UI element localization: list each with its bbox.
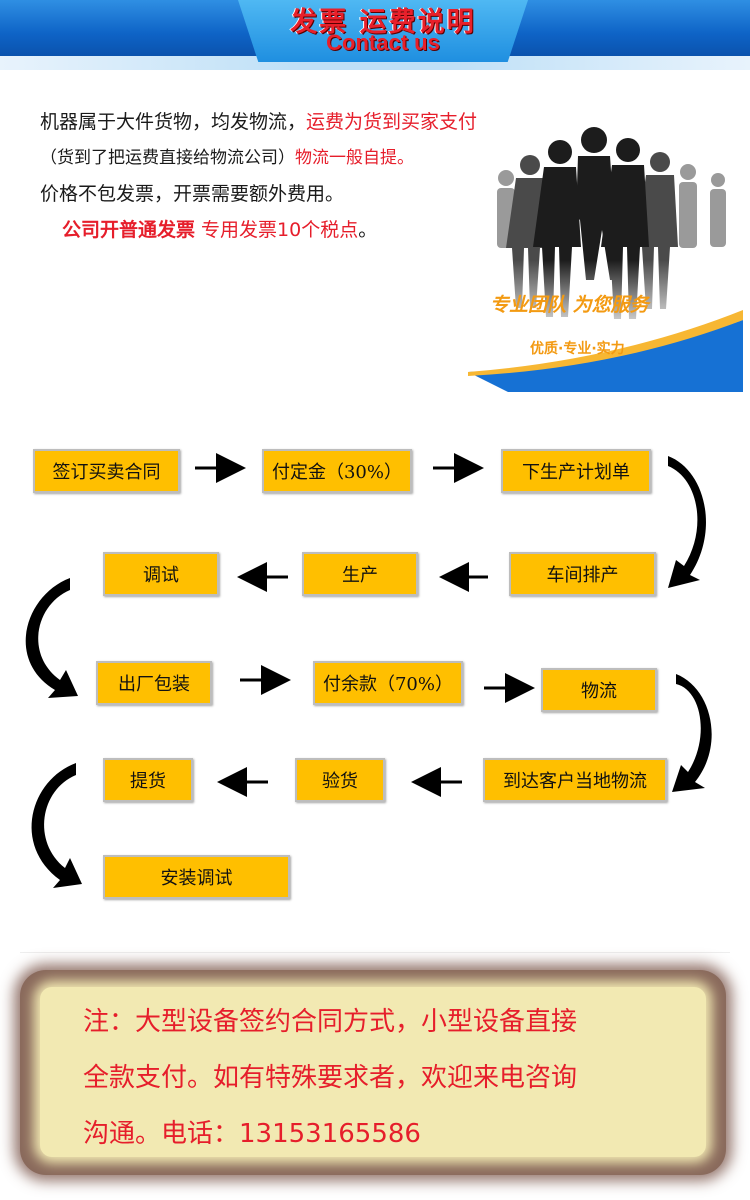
intro-line-1: 机器属于大件货物，均发物流，运费为货到买家支付 bbox=[40, 104, 477, 140]
intro-line-4: 公司开普通发票 专用发票10个税点。 bbox=[40, 212, 477, 248]
flow-step-13: 安装调试 bbox=[103, 855, 290, 899]
intro-line-4-end: 。 bbox=[358, 219, 378, 241]
intro-line-2: （货到了把运费直接给物流公司）物流一般自提。 bbox=[40, 140, 477, 176]
flow-step-3: 下生产计划单 bbox=[501, 449, 651, 493]
page-title: 发票 运费说明 bbox=[290, 7, 476, 38]
section-divider bbox=[20, 952, 730, 953]
header-tab bbox=[238, 0, 528, 62]
flow-step-8: 付余款（70%） bbox=[313, 661, 463, 705]
flow-step-4: 车间排产 bbox=[509, 552, 656, 596]
note-line-3: 沟通。电话：13153165586 bbox=[83, 1119, 421, 1149]
intro-line-2-text: （货到了把运费直接给物流公司） bbox=[40, 148, 295, 168]
team-slogan: 专业团队 为您服务 bbox=[490, 294, 649, 316]
flow-step-5: 生产 bbox=[302, 552, 418, 596]
flow-step-1: 签订买卖合同 bbox=[33, 449, 180, 493]
flow-step-6: 调试 bbox=[103, 552, 219, 596]
page-subtitle: Contact us bbox=[326, 30, 440, 55]
intro-line-2-highlight: 物流一般自提。 bbox=[295, 148, 414, 168]
header-banner-shadow bbox=[0, 56, 750, 70]
team-image bbox=[468, 127, 743, 392]
flow-step-11: 验货 bbox=[295, 758, 385, 802]
intro-line-3-text: 价格不包发票，开票需要额外费用。 bbox=[40, 183, 345, 205]
note-text: 注：大型设备签约合同方式，小型设备直接 全款支付。如有特殊要求者，欢迎来电咨询 … bbox=[83, 994, 703, 1162]
team-tagline: 优质·专业·实力 bbox=[530, 341, 625, 357]
flow-step-7: 出厂包装 bbox=[96, 661, 212, 705]
note-panel bbox=[40, 987, 706, 1157]
note-line-1: 注：大型设备签约合同方式，小型设备直接 bbox=[83, 1007, 578, 1037]
flow-step-12: 提货 bbox=[103, 758, 193, 802]
flow-step-10: 到达客户当地物流 bbox=[483, 758, 667, 802]
flow-step-9: 物流 bbox=[541, 668, 657, 712]
intro-line-4-highlight: 专用发票10个税点 bbox=[195, 219, 359, 241]
flow-step-2: 付定金（30%） bbox=[262, 449, 412, 493]
intro-line-1-text: 机器属于大件货物，均发物流， bbox=[40, 111, 307, 133]
intro-line-4-bold: 公司开普通发票 bbox=[62, 219, 196, 241]
intro-line-1-highlight: 运费为货到买家支付 bbox=[306, 111, 478, 133]
intro-line-3: 价格不包发票，开票需要额外费用。 bbox=[40, 176, 477, 212]
note-line-2: 全款支付。如有特殊要求者，欢迎来电咨询 bbox=[83, 1063, 578, 1093]
intro-text: 机器属于大件货物，均发物流，运费为货到买家支付 （货到了把运费直接给物流公司）物… bbox=[40, 104, 477, 248]
